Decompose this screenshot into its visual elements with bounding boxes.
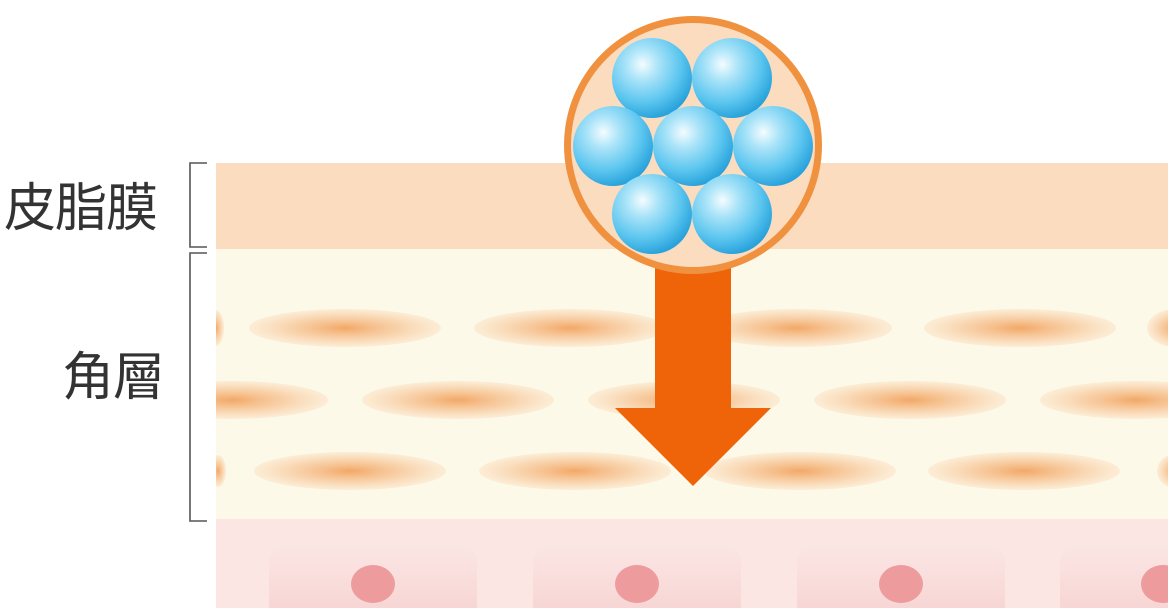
corneocyte bbox=[924, 309, 1116, 347]
sebum-bracket bbox=[189, 162, 207, 248]
sebum-membrane-label: 皮脂膜 bbox=[4, 179, 158, 239]
corneocyte bbox=[1147, 309, 1168, 347]
down-arrow-icon bbox=[615, 262, 771, 486]
corneocyte bbox=[479, 452, 671, 490]
particle-sphere bbox=[653, 106, 733, 186]
cell-nucleus bbox=[351, 565, 395, 603]
corneocyte bbox=[216, 455, 226, 487]
corneocyte bbox=[700, 309, 892, 347]
skin-cell bbox=[1060, 545, 1168, 608]
corneocyte bbox=[1040, 381, 1168, 419]
corneocyte bbox=[254, 452, 446, 490]
corneocyte bbox=[704, 452, 896, 490]
particle-sphere bbox=[733, 106, 813, 186]
corneocyte bbox=[814, 381, 1006, 419]
cell-nucleus bbox=[615, 565, 659, 603]
corneocyte bbox=[216, 381, 328, 419]
cell-nucleus bbox=[879, 565, 923, 603]
corneocyte bbox=[249, 309, 441, 347]
corneocyte bbox=[1157, 455, 1168, 487]
stratum-corneum-bracket bbox=[189, 252, 207, 522]
particle-sphere bbox=[692, 38, 772, 118]
corneocyte bbox=[216, 310, 224, 346]
cell-nucleus bbox=[1141, 565, 1168, 603]
corneocyte bbox=[928, 452, 1120, 490]
particle-sphere bbox=[612, 38, 692, 118]
corneocyte bbox=[362, 381, 554, 419]
particle-sphere bbox=[692, 174, 772, 254]
particle-sphere bbox=[612, 174, 692, 254]
nano-particle-cluster-icon bbox=[564, 16, 822, 274]
particle-sphere bbox=[573, 106, 653, 186]
corneocyte bbox=[474, 309, 666, 347]
stratum-corneum-label: 角層 bbox=[62, 348, 165, 408]
